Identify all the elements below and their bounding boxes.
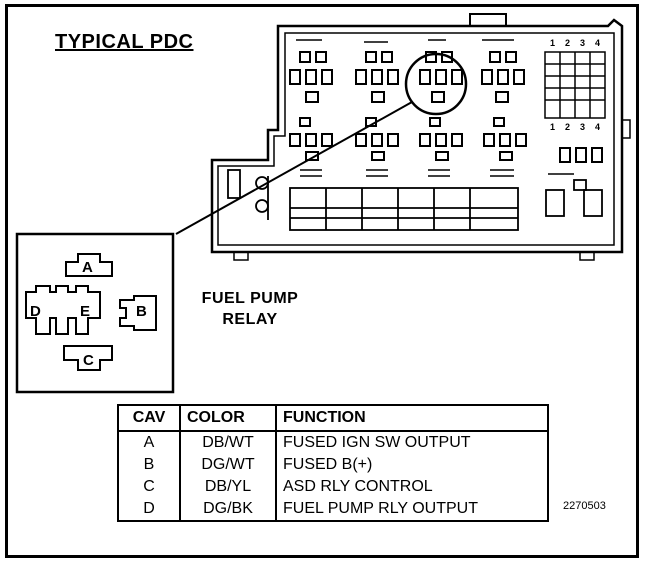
cavity-e-label: E [80, 303, 91, 320]
table-row: A DB/WT FUSED IGN SW OUTPUT [117, 431, 549, 454]
cavity-b [119, 295, 157, 331]
relay-highlight-circle [404, 52, 468, 116]
relay-label-line-1: FUEL PUMP [201, 290, 299, 307]
cavity-a [65, 253, 113, 277]
pdc-relay-row-2 [289, 117, 603, 163]
cell-color: DB/WT [179, 431, 277, 454]
pdc-terminals [227, 169, 269, 220]
cavity-a-label: A [82, 259, 93, 276]
cell-function: FUSED IGN SW OUTPUT [275, 431, 549, 454]
header-function: FUNCTION [275, 404, 549, 432]
page-title: TYPICAL PDC [55, 31, 194, 53]
relay-label: FUEL PUMP RELAY [190, 288, 310, 330]
cell-color: DG/BK [179, 498, 277, 522]
relay-detail-box [15, 232, 175, 394]
cavity-d-e [25, 285, 101, 335]
cell-function: FUEL PUMP RLY OUTPUT [275, 498, 549, 522]
cell-color: DG/WT [179, 454, 277, 476]
pdc-relay-row-1 [289, 51, 525, 103]
table-row: C DB/YL ASD RLY CONTROL [117, 476, 549, 498]
header-cav: CAV [117, 404, 181, 432]
cell-cav: D [117, 498, 181, 522]
figure-number: 2270503 [563, 500, 606, 512]
cavity-d-label: D [30, 303, 41, 320]
table-header-row: CAV COLOR FUNCTION [117, 404, 549, 432]
svg-text:4: 4 [595, 122, 600, 132]
pdc-inner-housing [217, 32, 615, 246]
table-row: B DG/WT FUSED B(+) [117, 454, 549, 476]
pdc-fuse-block [544, 51, 606, 119]
svg-text:2: 2 [565, 122, 570, 132]
cell-cav: B [117, 454, 181, 476]
svg-text:3: 3 [580, 38, 585, 48]
svg-text:1: 1 [550, 38, 555, 48]
leader-line [175, 101, 413, 235]
cell-cav: A [117, 431, 181, 454]
cell-function: ASD RLY CONTROL [275, 476, 549, 498]
svg-text:3: 3 [580, 122, 585, 132]
svg-text:1: 1 [550, 122, 555, 132]
pdc-housing [210, 18, 624, 254]
cavity-b-label: B [136, 303, 147, 320]
pdc-top-labels [296, 39, 514, 43]
cell-function: FUSED B(+) [275, 454, 549, 476]
relay-label-line-2: RELAY [222, 311, 278, 328]
svg-text:2: 2 [565, 38, 570, 48]
svg-text:4: 4 [595, 38, 600, 48]
cavity-c-label: C [83, 352, 94, 369]
pdc-connector-bank [289, 179, 603, 231]
wiring-table: CAV COLOR FUNCTION A DB/WT FUSED IGN SW … [117, 404, 549, 522]
cell-color: DB/YL [179, 476, 277, 498]
pdc-latch [469, 13, 507, 27]
cavity-c [63, 345, 113, 371]
header-color: COLOR [179, 404, 277, 432]
cell-cav: C [117, 476, 181, 498]
table-row: D DG/BK FUEL PUMP RLY OUTPUT [117, 498, 549, 522]
